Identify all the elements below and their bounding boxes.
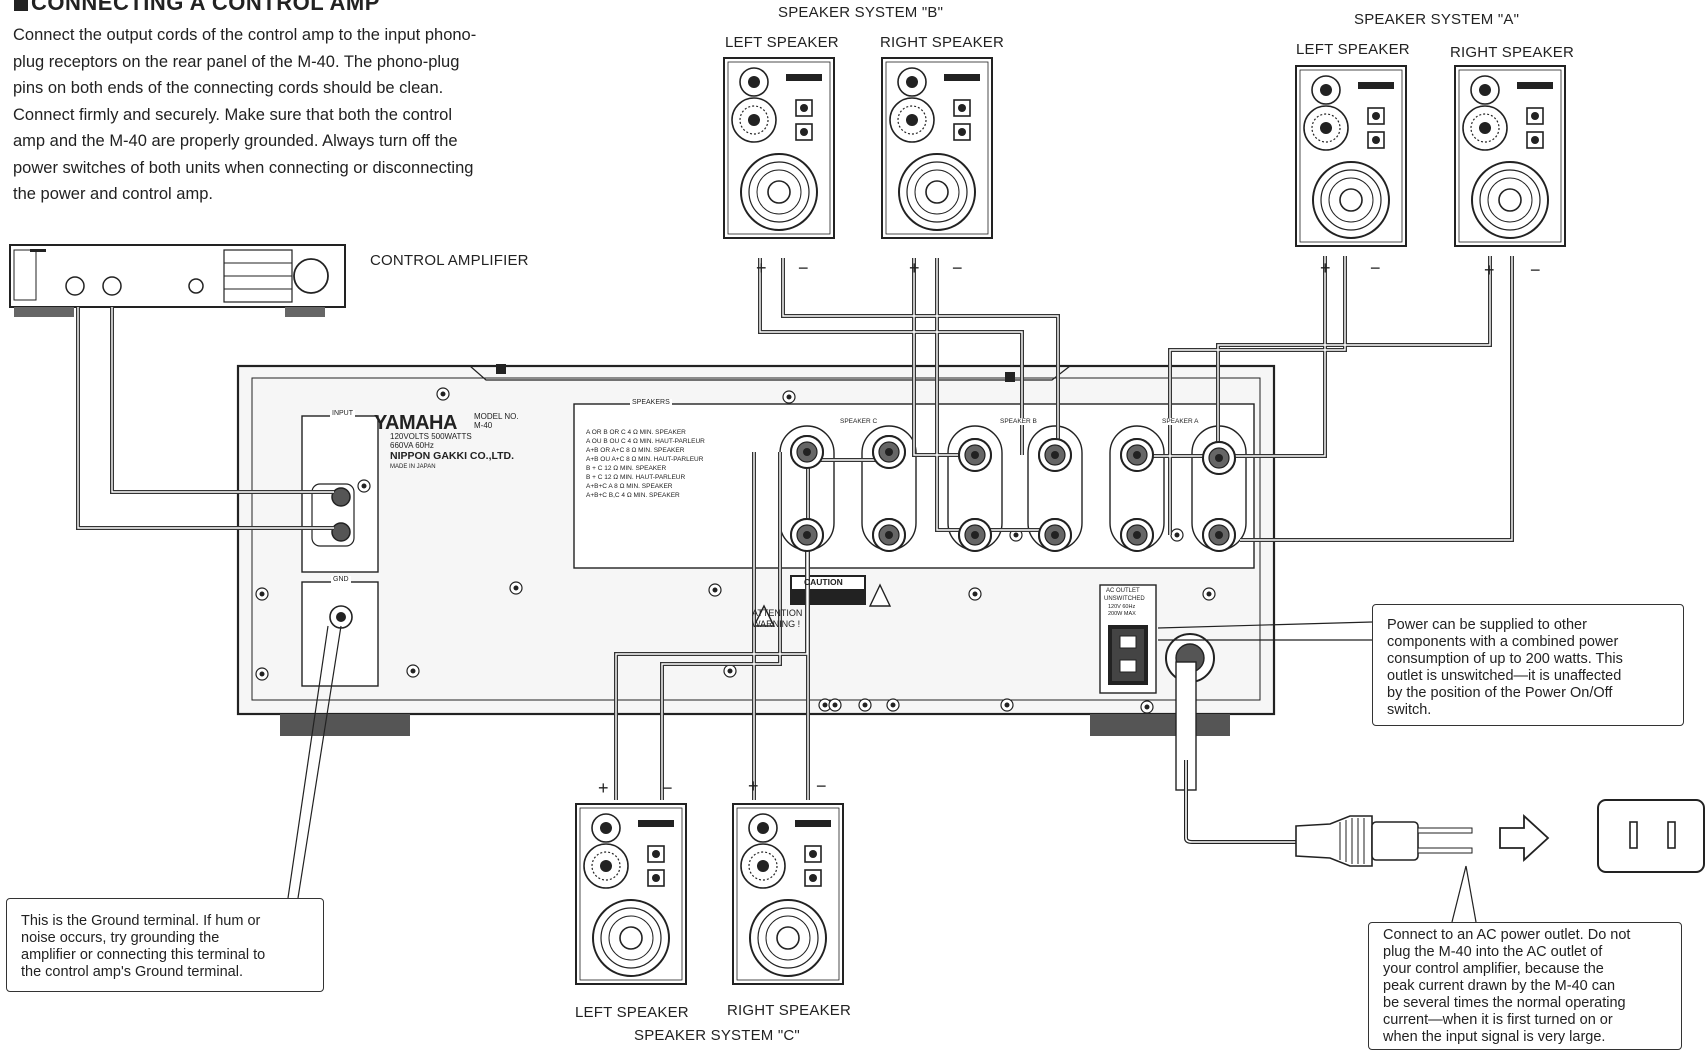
ac-connect-callout: Connect to an AC power outlet. Do not pl… — [1368, 922, 1682, 1050]
minus-mark: − — [798, 258, 809, 278]
wall-outlet-icon — [1597, 799, 1705, 873]
ac-outlet — [1099, 584, 1157, 694]
control-amplifier-icon — [9, 244, 346, 317]
power-plug-icon — [1295, 815, 1473, 867]
impedance-row: A OR B OR C 4 Ω MIN. SPEAKER — [586, 429, 686, 436]
ground-terminal-callout: This is the Ground terminal. If hum or n… — [6, 898, 324, 992]
plus-mark: + — [909, 258, 920, 278]
brand-logo: YAMAHA — [374, 412, 457, 434]
minus-mark: − — [1530, 260, 1541, 280]
power-outlet-callout: Power can be supplied to other component… — [1372, 604, 1684, 726]
arrow-right-icon — [1499, 813, 1550, 863]
speakers-label: SPEAKERS — [630, 399, 672, 406]
section-heading: CONNECTING A CONTROL AMP — [14, 0, 380, 16]
plus-mark: + — [1320, 258, 1331, 278]
caution-text: CAUTION — [804, 577, 843, 587]
speaker-a-label: SPEAKER A — [1160, 418, 1201, 425]
plus-mark: + — [1484, 260, 1495, 280]
power-cord — [1165, 633, 1300, 844]
plus-mark: + — [598, 778, 609, 798]
warning-text: WARNING ! — [752, 619, 801, 629]
control-amplifier-label: CONTROL AMPLIFIER — [370, 252, 529, 269]
speaker-c-label: SPEAKER C — [838, 418, 880, 425]
ac-outlet-label: AC OUTLET — [1106, 588, 1140, 594]
impedance-row: A OU B OU C 4 Ω MIN. HAUT-PARLEUR — [586, 438, 705, 445]
minus-mark: − — [1370, 258, 1381, 278]
speaker-system-c-label: SPEAKER SYSTEM "C" — [634, 1027, 800, 1044]
heading-bullet — [14, 0, 28, 12]
input-label: INPUT — [330, 410, 355, 417]
intro-paragraph: Connect the output cords of the control … — [13, 26, 477, 203]
impedance-table: A OR B OR C 4 Ω MIN. SPEAKER A OU B OU C… — [586, 428, 705, 500]
section-title: CONNECTING A CONTROL AMP — [31, 0, 380, 15]
model-number: M-40 — [474, 421, 493, 430]
speaker-c-right-label: RIGHT SPEAKER — [727, 1002, 852, 1019]
impedance-row: B + C 12 Ω MIN. HAUT-PARLEUR — [586, 474, 686, 481]
speaker-b-left-label: LEFT SPEAKER — [725, 34, 839, 51]
speaker-system-b-label: SPEAKER SYSTEM "B" — [778, 4, 944, 21]
ac-spec-1: 120V 60Hz — [1108, 604, 1136, 610]
rating-line-2: 660VA 60Hz — [390, 441, 434, 450]
attention-text: ATTENTION — [752, 608, 803, 618]
minus-mark: − — [816, 776, 827, 796]
minus-mark: − — [662, 778, 673, 798]
speaker-system-a-label: SPEAKER SYSTEM "A" — [1354, 11, 1520, 28]
plus-mark: + — [756, 258, 767, 278]
unswitched-label: UNSWITCHED — [1104, 596, 1145, 602]
impedance-row: A+B OU A+C 8 Ω MIN. HAUT-PARLEUR — [586, 456, 704, 463]
impedance-row: A+B OR A+C 8 Ω MIN. SPEAKER — [586, 447, 685, 454]
speaker-b-label: SPEAKER B — [998, 418, 1039, 425]
model-label: MODEL NO. — [474, 412, 519, 421]
plus-mark: + — [748, 776, 759, 796]
impedance-row: A+B+C B,C 4 Ω MIN. SPEAKER — [586, 492, 680, 499]
rating-line-1: 120VOLTS 500WATTS — [390, 432, 472, 441]
ac-spec-2: 200W MAX — [1108, 611, 1136, 617]
callout-leaders — [287, 621, 1477, 923]
made-in: MADE IN JAPAN — [390, 464, 436, 470]
maker-name: NIPPON GAKKI CO.,LTD. — [390, 450, 515, 462]
minus-mark: − — [952, 258, 963, 278]
speaker-a-right-label: RIGHT SPEAKER — [1450, 44, 1575, 61]
speaker-a-left-label: LEFT SPEAKER — [1296, 41, 1410, 58]
speaker-b-right-label: RIGHT SPEAKER — [880, 34, 1005, 51]
speaker-c-left-label: LEFT SPEAKER — [575, 1004, 689, 1021]
impedance-row: B + C 12 Ω MIN. SPEAKER — [586, 465, 667, 472]
impedance-row: A+B+C A 8 Ω MIN. SPEAKER — [586, 483, 673, 490]
gnd-label: GND — [331, 576, 351, 583]
